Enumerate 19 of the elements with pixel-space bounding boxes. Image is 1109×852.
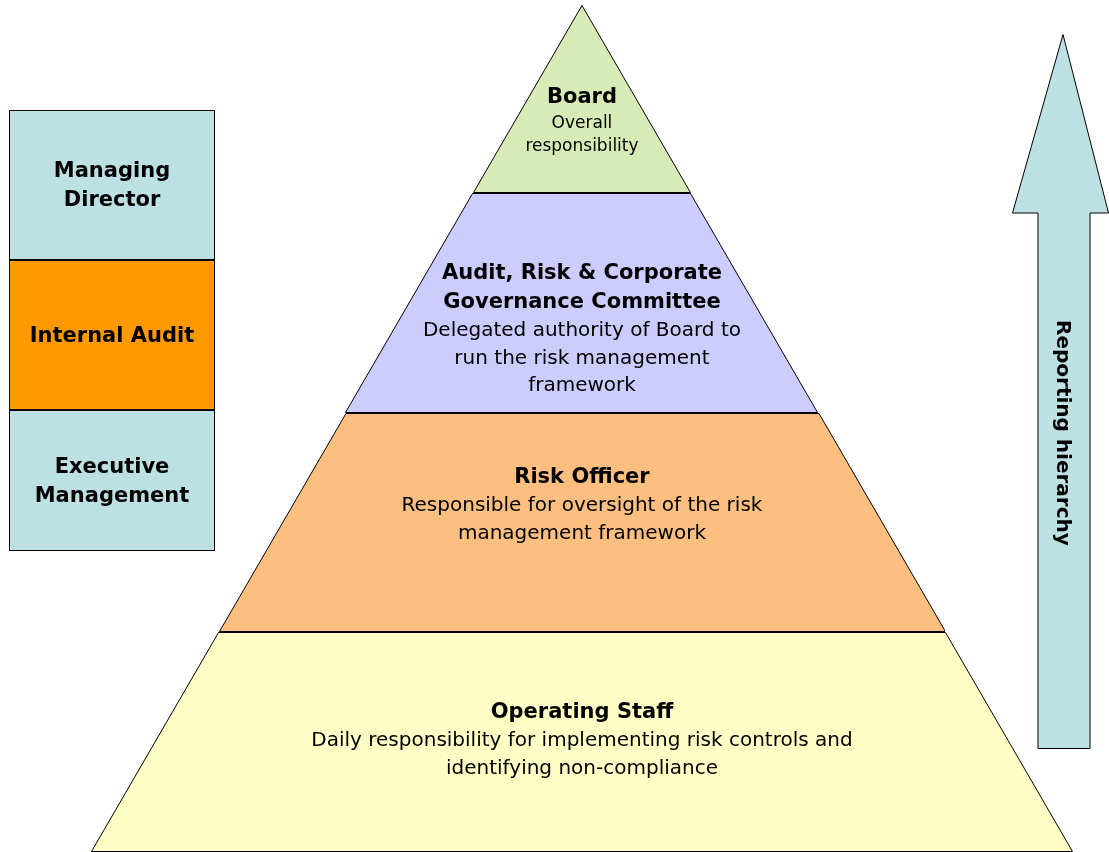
tier-description: Daily responsibility for implementing risk controls and identifying non-compliance <box>310 725 854 781</box>
tier-title: Audit, Risk & Corporate Governance Committee <box>441 259 723 315</box>
role-label: Managing Director <box>52 157 172 213</box>
role-label: Executive Management <box>33 452 191 509</box>
tier-description: Responsible for oversight of the risk management framework <box>400 490 764 546</box>
role-box <box>9 410 215 551</box>
tier-description: Overall responsibility <box>524 110 640 158</box>
role-box <box>9 260 215 410</box>
pyramid-tier <box>218 413 946 632</box>
role-box <box>9 110 215 260</box>
pyramid-tier <box>345 193 819 413</box>
tier-title: Risk Officer <box>513 463 651 490</box>
tier-title: Board <box>546 83 618 110</box>
tier-title: Operating Staff <box>489 698 675 725</box>
tier-description: Delegated authority of Board to run the risk management framework <box>421 315 742 399</box>
arrow-label: Reporting hierarchy <box>1051 320 1077 546</box>
pyramid-tier <box>91 632 1073 852</box>
role-label: Internal Audit <box>28 321 196 349</box>
up-arrow <box>1012 34 1109 749</box>
